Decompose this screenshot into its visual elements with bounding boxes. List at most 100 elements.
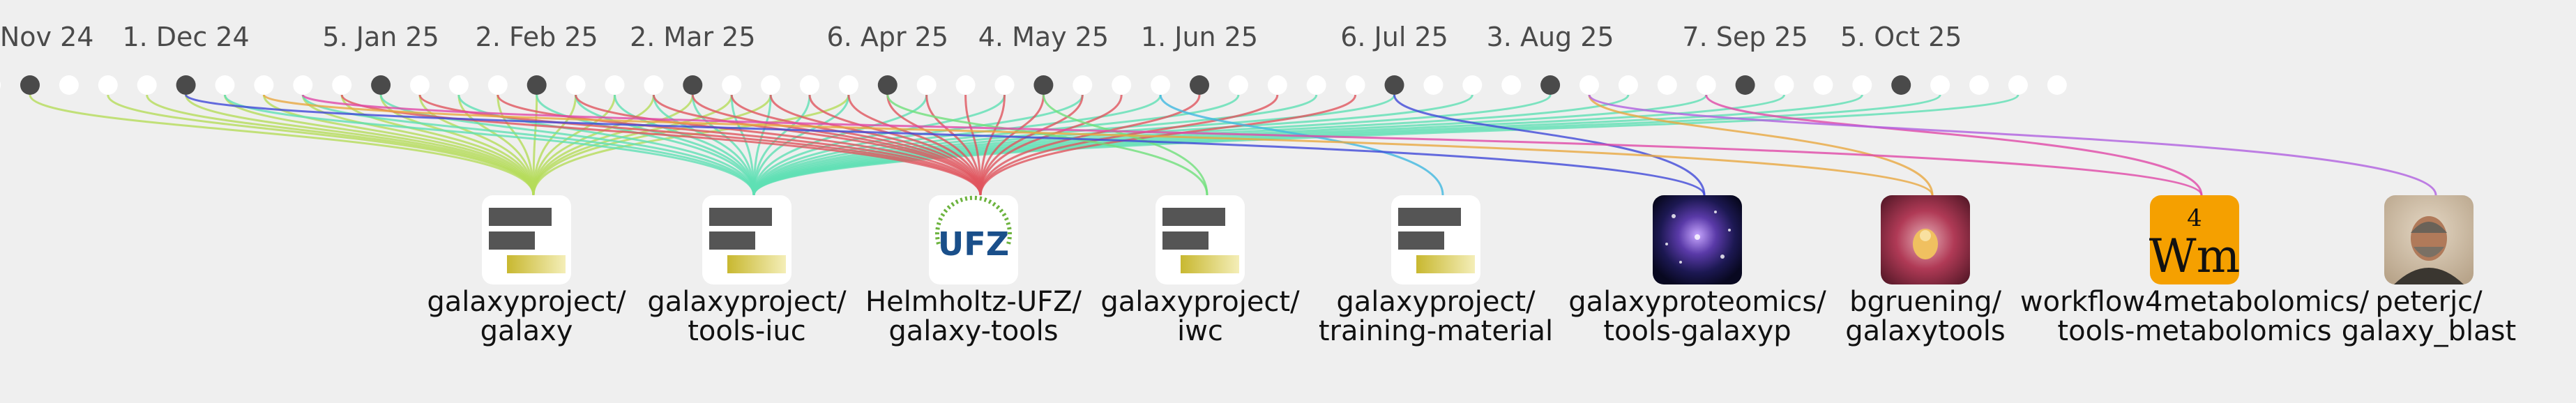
milestone-label: 5. Jan 25 xyxy=(322,22,439,52)
contribution-link xyxy=(262,93,1934,196)
contribution-link xyxy=(691,94,755,196)
milestone-label: 5. Oct 25 xyxy=(1840,22,1962,52)
week-dot xyxy=(332,75,352,95)
repo-node[interactable]: galaxyproject/training-material xyxy=(1319,195,1553,347)
milestone-dot xyxy=(526,75,547,95)
milestone-label: 6. Jul 25 xyxy=(1340,22,1448,52)
milestone-labels: 3. Nov 241. Dec 245. Jan 252. Feb 252. M… xyxy=(0,22,1962,52)
week-dot xyxy=(1930,75,1950,95)
repo-owner-label: bgruening/ xyxy=(1849,286,2001,318)
week-dot xyxy=(98,75,118,95)
week-dot xyxy=(644,75,664,95)
repo-owner-label: galaxyproteomics/ xyxy=(1568,286,1826,318)
repo-name-label: galaxy xyxy=(480,315,573,347)
repo-owner-label: galaxyproject/ xyxy=(427,286,626,318)
contribution-link xyxy=(146,94,535,196)
contribution-link xyxy=(497,94,982,196)
week-dot xyxy=(1267,75,1287,95)
repo-node[interactable]: peterjc/galaxy_blast xyxy=(2342,195,2516,347)
week-dot xyxy=(1423,75,1444,95)
milestone-dot xyxy=(683,75,703,95)
week-dot xyxy=(1073,75,1093,95)
week-dot xyxy=(1228,75,1248,95)
repo-node[interactable]: galaxyproteomics/tools-galaxyp xyxy=(1568,195,1826,347)
repo-owner-label: peterjc/ xyxy=(2375,286,2483,318)
repo-node[interactable]: galaxyproject/tools-iuc xyxy=(647,195,847,347)
contribution-link xyxy=(752,94,850,196)
contribution-link xyxy=(497,94,535,196)
repo-name-label: tools-metabolomics xyxy=(2057,315,2331,347)
contribution-link xyxy=(752,94,1318,196)
week-dot xyxy=(1657,75,1677,95)
milestone-dot xyxy=(1033,75,1054,95)
week-dot xyxy=(1501,75,1522,95)
contribution-link xyxy=(1588,94,1934,196)
milestone-label: 3. Aug 25 xyxy=(1487,22,1614,52)
contribution-links xyxy=(29,93,2437,196)
contribution-link xyxy=(301,93,2203,196)
repo-node[interactable]: galaxyproject/galaxy xyxy=(427,195,626,347)
repo-nodes: galaxyproject/galaxygalaxyproject/tools-… xyxy=(427,195,2516,347)
contribution-link xyxy=(752,94,772,196)
week-dot xyxy=(1306,75,1326,95)
week-dot xyxy=(955,75,976,95)
contribution-link xyxy=(224,94,755,196)
contribution-link xyxy=(418,94,535,196)
repo-owner-label: galaxyproject/ xyxy=(647,286,847,318)
week-dot xyxy=(1696,75,1716,95)
repo-name-label: galaxy_blast xyxy=(2342,315,2516,347)
week-dot xyxy=(1813,75,1833,95)
week-dot xyxy=(761,75,781,95)
milestone-dot xyxy=(176,75,196,95)
svg-text:UFZ: UFZ xyxy=(938,225,1009,263)
contribution-link xyxy=(532,94,577,196)
repo-owner-label: Helmholtz-UFZ/ xyxy=(865,286,1082,318)
milestone-dot xyxy=(877,75,897,95)
milestone-dot xyxy=(371,75,391,95)
week-dot xyxy=(1112,75,1132,95)
repo-node[interactable]: galaxyproject/iwc xyxy=(1100,195,1300,347)
galaxy-logo-icon xyxy=(702,195,791,284)
contribution-link xyxy=(808,94,982,196)
repo-name-label: tools-iuc xyxy=(688,315,805,347)
galaxy-logo-icon xyxy=(1156,195,1245,284)
contribution-link xyxy=(185,93,1706,196)
week-dot xyxy=(605,75,625,95)
contribution-link xyxy=(536,94,755,196)
milestone-label: 2. Mar 25 xyxy=(630,22,755,52)
repo-name-label: iwc xyxy=(1177,315,1223,347)
svg-text:Wm: Wm xyxy=(2149,229,2240,283)
galaxy-logo-icon xyxy=(482,195,571,284)
week-dot xyxy=(1852,75,1872,95)
repo-node[interactable]: 4Wmworkflow4metabolomics/tools-metabolom… xyxy=(2020,195,2370,347)
week-dot xyxy=(1579,75,1599,95)
contribution-link xyxy=(614,94,755,196)
milestone-dot xyxy=(1540,75,1561,95)
week-dot xyxy=(448,75,469,95)
week-dot xyxy=(1774,75,1794,95)
repo-owner-label: galaxyproject/ xyxy=(1100,286,1300,318)
contribution-link xyxy=(979,94,1006,196)
contribution-link xyxy=(886,94,1209,196)
milestone-label: 1. Dec 24 xyxy=(122,22,249,52)
contribution-link xyxy=(979,94,1357,196)
ufz-logo-icon: UFZ xyxy=(929,195,1018,284)
milestone-label: 3. Nov 24 xyxy=(0,22,93,52)
contribution-link xyxy=(457,94,755,196)
week-dot xyxy=(0,81,1,89)
week-dot xyxy=(293,75,313,95)
contribution-link xyxy=(301,94,535,196)
contribution-link xyxy=(29,94,535,196)
repo-node[interactable]: UFZ Helmholtz-UFZ/galaxy-tools xyxy=(865,195,1082,347)
contribution-link xyxy=(1588,94,2437,196)
contribution-link xyxy=(752,94,1240,196)
milestone-dot xyxy=(1891,75,1911,95)
milestone-label: 1. Jun 25 xyxy=(1141,22,1258,52)
milestone-dot xyxy=(1735,75,1755,95)
person-avatar-icon xyxy=(2384,195,2473,284)
repo-name-label: galaxy-tools xyxy=(888,315,1058,347)
repo-name-label: tools-galaxyp xyxy=(1603,315,1791,347)
repo-node[interactable]: bgruening/galaxytools xyxy=(1845,195,2006,347)
contribution-link xyxy=(1705,94,2203,196)
